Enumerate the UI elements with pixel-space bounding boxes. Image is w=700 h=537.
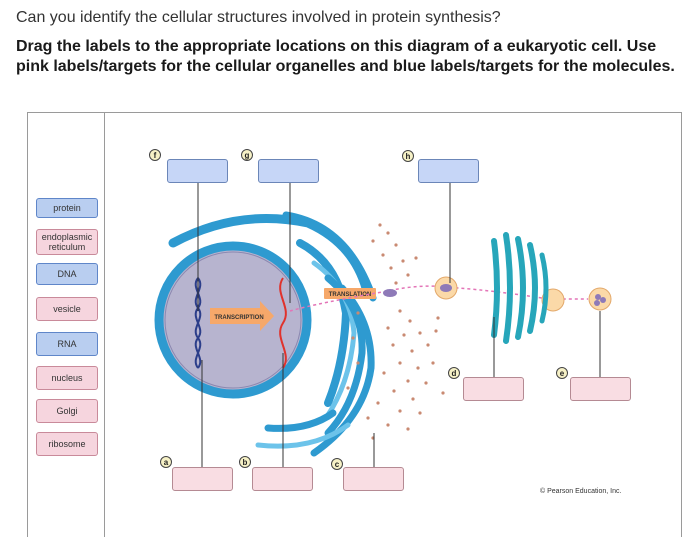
marker-d: d: [448, 367, 460, 379]
target-f[interactable]: [167, 159, 228, 183]
marker-c: c: [331, 458, 343, 470]
question-instructions: Drag the labels to the appropriate locat…: [16, 38, 675, 75]
rna-strand: [279, 277, 287, 369]
target-e[interactable]: [570, 377, 631, 401]
label-rna[interactable]: RNA: [36, 332, 98, 356]
marker-b: b: [239, 456, 251, 468]
cell-diagram: TRANSCRIPTION TRANSLATION: [154, 183, 612, 467]
label-vesicle[interactable]: vesicle: [36, 297, 98, 321]
target-d[interactable]: [463, 377, 524, 401]
marker-e: e: [556, 367, 568, 379]
marker-f: f: [149, 149, 161, 161]
label-golgi[interactable]: Golgi: [36, 399, 98, 423]
label-ribosome[interactable]: ribosome: [36, 432, 98, 456]
target-a[interactable]: [172, 467, 233, 491]
ribosome-dots: [346, 223, 445, 440]
copyright-credit: © Pearson Education, Inc.: [540, 488, 622, 495]
label-bank: protein endoplasmic reticulum DNA vesicl…: [28, 113, 105, 537]
label-protein[interactable]: protein: [36, 198, 98, 218]
target-c[interactable]: [343, 467, 404, 491]
label-endoplasmic-reticulum[interactable]: endoplasmic reticulum: [36, 229, 98, 255]
label-dna[interactable]: DNA: [36, 263, 98, 285]
transcription-text: TRANSCRIPTION: [214, 315, 263, 321]
diagram-panel: protein endoplasmic reticulum DNA vesicl…: [27, 112, 682, 537]
translation-tag: TRANSLATION: [324, 288, 376, 299]
marker-h: h: [402, 150, 414, 162]
transcription-arrow: TRANSCRIPTION: [210, 301, 274, 331]
golgi-shape: [491, 232, 549, 344]
question-title: Can you identify the cellular structures…: [16, 9, 501, 26]
marker-a: a: [160, 456, 172, 468]
transport-path: [289, 285, 588, 312]
target-h[interactable]: [418, 159, 479, 183]
marker-g: g: [241, 149, 253, 161]
translation-text: TRANSLATION: [329, 292, 372, 298]
target-g[interactable]: [258, 159, 319, 183]
target-b[interactable]: [252, 467, 313, 491]
leader-lines: [197, 183, 601, 467]
label-nucleus[interactable]: nucleus: [36, 366, 98, 390]
